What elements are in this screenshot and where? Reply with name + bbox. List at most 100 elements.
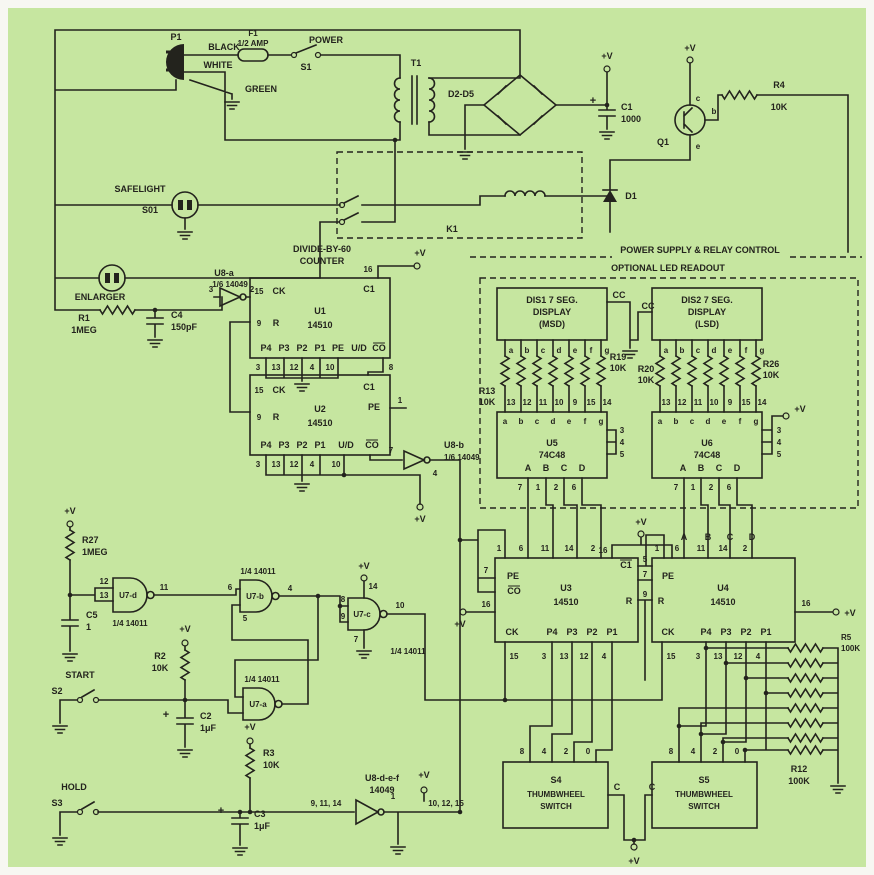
label-u3-pin4: 4: [602, 652, 607, 661]
label-u3-q11: 11: [541, 544, 550, 553]
label-u2-pin3: 3: [256, 460, 261, 469]
label-led-title: OPTIONAL LED READOUT: [611, 263, 725, 273]
label-u6-toppin-2: 12: [678, 398, 687, 407]
label-r3: R3: [263, 748, 275, 758]
label-dis2-seg-g: g: [760, 346, 765, 355]
label-u4-pin12: 12: [734, 652, 743, 661]
label-c1: C1: [621, 102, 633, 112]
label-u7a-part: 1/4 14011: [244, 675, 280, 684]
label-s3: S3: [51, 798, 62, 808]
label-plusv-c1: +V: [601, 51, 612, 61]
label-u7b-pin6: 6: [228, 583, 233, 592]
label-u2-ci: C1: [363, 382, 375, 392]
label-u7b-pin4: 4: [288, 584, 293, 593]
label-d1: D1: [625, 191, 637, 201]
label-u6-pin6: 6: [727, 483, 732, 492]
optional-led-readout-box: [479, 277, 859, 509]
label-u3-pin3: 3: [542, 652, 547, 661]
label-c4-value: 150pF: [171, 322, 198, 332]
label-r4-value: 10K: [771, 102, 788, 112]
label-u1-r: R: [273, 318, 280, 328]
label-u7c: U7-c: [353, 610, 371, 619]
label-power: POWER: [309, 35, 344, 45]
label-u7d-pin12: 12: [100, 577, 109, 586]
label-u4-q11: 11: [697, 544, 706, 553]
label-u6-c: C: [716, 463, 723, 473]
label-u8def-pins-out: 10, 12, 15: [428, 799, 464, 808]
label-s5: S5: [698, 775, 709, 785]
label-u8def-part: 14049: [369, 785, 394, 795]
label-q1: Q1: [657, 137, 669, 147]
label-u7b-part: 1/4 14011: [240, 567, 276, 576]
label-u6-d: D: [734, 463, 741, 473]
label-u4-p4: P4: [700, 627, 711, 637]
label-u2-pe: PE: [368, 402, 380, 412]
label-u1-pin15: 15: [255, 287, 264, 296]
label-u1-pin3: 3: [256, 363, 261, 372]
label-u6-part: 74C48: [694, 450, 721, 460]
nand-u7d-symbol: [112, 577, 155, 613]
label-u3-co: CO: [507, 586, 521, 596]
label-u4-pin13: 13: [714, 652, 723, 661]
label-hold: HOLD: [61, 782, 87, 792]
ic-u3-box: [494, 557, 639, 643]
label-r13: R13: [479, 386, 496, 396]
label-r19-value: 10K: [610, 363, 627, 373]
bridge-rectifier-symbol: [482, 73, 558, 137]
nand-u7c-symbol: [347, 597, 388, 631]
label-u4-ck: CK: [662, 627, 675, 637]
label-u4-p2: P2: [740, 627, 751, 637]
label-s5-pin0: 0: [735, 747, 740, 756]
label-q1-c: c: [696, 94, 701, 103]
label-u6-toppin-6: 15: [742, 398, 751, 407]
label-u8def-pin1: 1: [391, 792, 396, 801]
label-c1-plus: +: [590, 95, 596, 107]
label-u7d-part: 1/4 14011: [112, 619, 148, 628]
inverter-u8b-symbol: [403, 449, 431, 471]
label-u8b-part: 1/6 14049: [444, 453, 480, 462]
thumbwheel-s5-box: [651, 761, 758, 829]
label-u4-a: A: [681, 532, 688, 542]
label-u3-ck: CK: [506, 627, 519, 637]
label-u1-name: U1: [314, 306, 326, 316]
label-u3-pe: PE: [507, 571, 519, 581]
label-u4-pin3: 3: [696, 652, 701, 661]
label-u1-ud: U/D: [351, 343, 367, 353]
label-s4-pin0: 0: [586, 747, 591, 756]
label-u4-q6: 6: [675, 544, 680, 553]
label-u6-pin1: 1: [691, 483, 696, 492]
label-u3-q6: 6: [519, 544, 524, 553]
label-dis1-seg-g: g: [605, 346, 610, 355]
label-u3-vdd16: 16: [482, 600, 491, 609]
label-u2-pin12: 12: [290, 460, 299, 469]
nand-u7a-symbol: [242, 687, 283, 721]
label-u6-pin4: 4: [777, 438, 782, 447]
label-u7c-pin9: 9: [341, 612, 346, 621]
label-u1-p1: P1: [314, 343, 325, 353]
label-s01: S01: [142, 205, 158, 215]
label-p1: P1: [170, 32, 181, 42]
label-plusv-u8def: +V: [418, 770, 429, 780]
label-u1-pin16: 16: [364, 265, 373, 274]
label-u3-p4: P4: [546, 627, 557, 637]
label-r4: R4: [773, 80, 785, 90]
label-u3-name: U3: [560, 583, 572, 593]
ic-u4-box: [651, 557, 796, 643]
label-r27-value: 1MEG: [82, 547, 108, 557]
label-dis1-seg-c: c: [541, 346, 546, 355]
label-plusv-q1: +V: [684, 43, 695, 53]
label-u6-toppin-1: 13: [662, 398, 671, 407]
label-u5-seg-b: b: [519, 417, 524, 426]
label-u4-pe: PE: [662, 571, 674, 581]
label-c2: C2: [200, 711, 212, 721]
label-u3-pin7: 7: [484, 566, 489, 575]
display-dis2-box: [651, 287, 763, 341]
label-c3-plus: +: [218, 805, 224, 817]
label-s1: S1: [300, 62, 311, 72]
label-k1: K1: [446, 224, 458, 234]
label-u2-ck: CK: [273, 385, 286, 395]
label-u5-a: A: [525, 463, 532, 473]
label-s5-line1: THUMBWHEEL: [675, 790, 733, 799]
label-dis1-line3: (MSD): [539, 319, 565, 329]
